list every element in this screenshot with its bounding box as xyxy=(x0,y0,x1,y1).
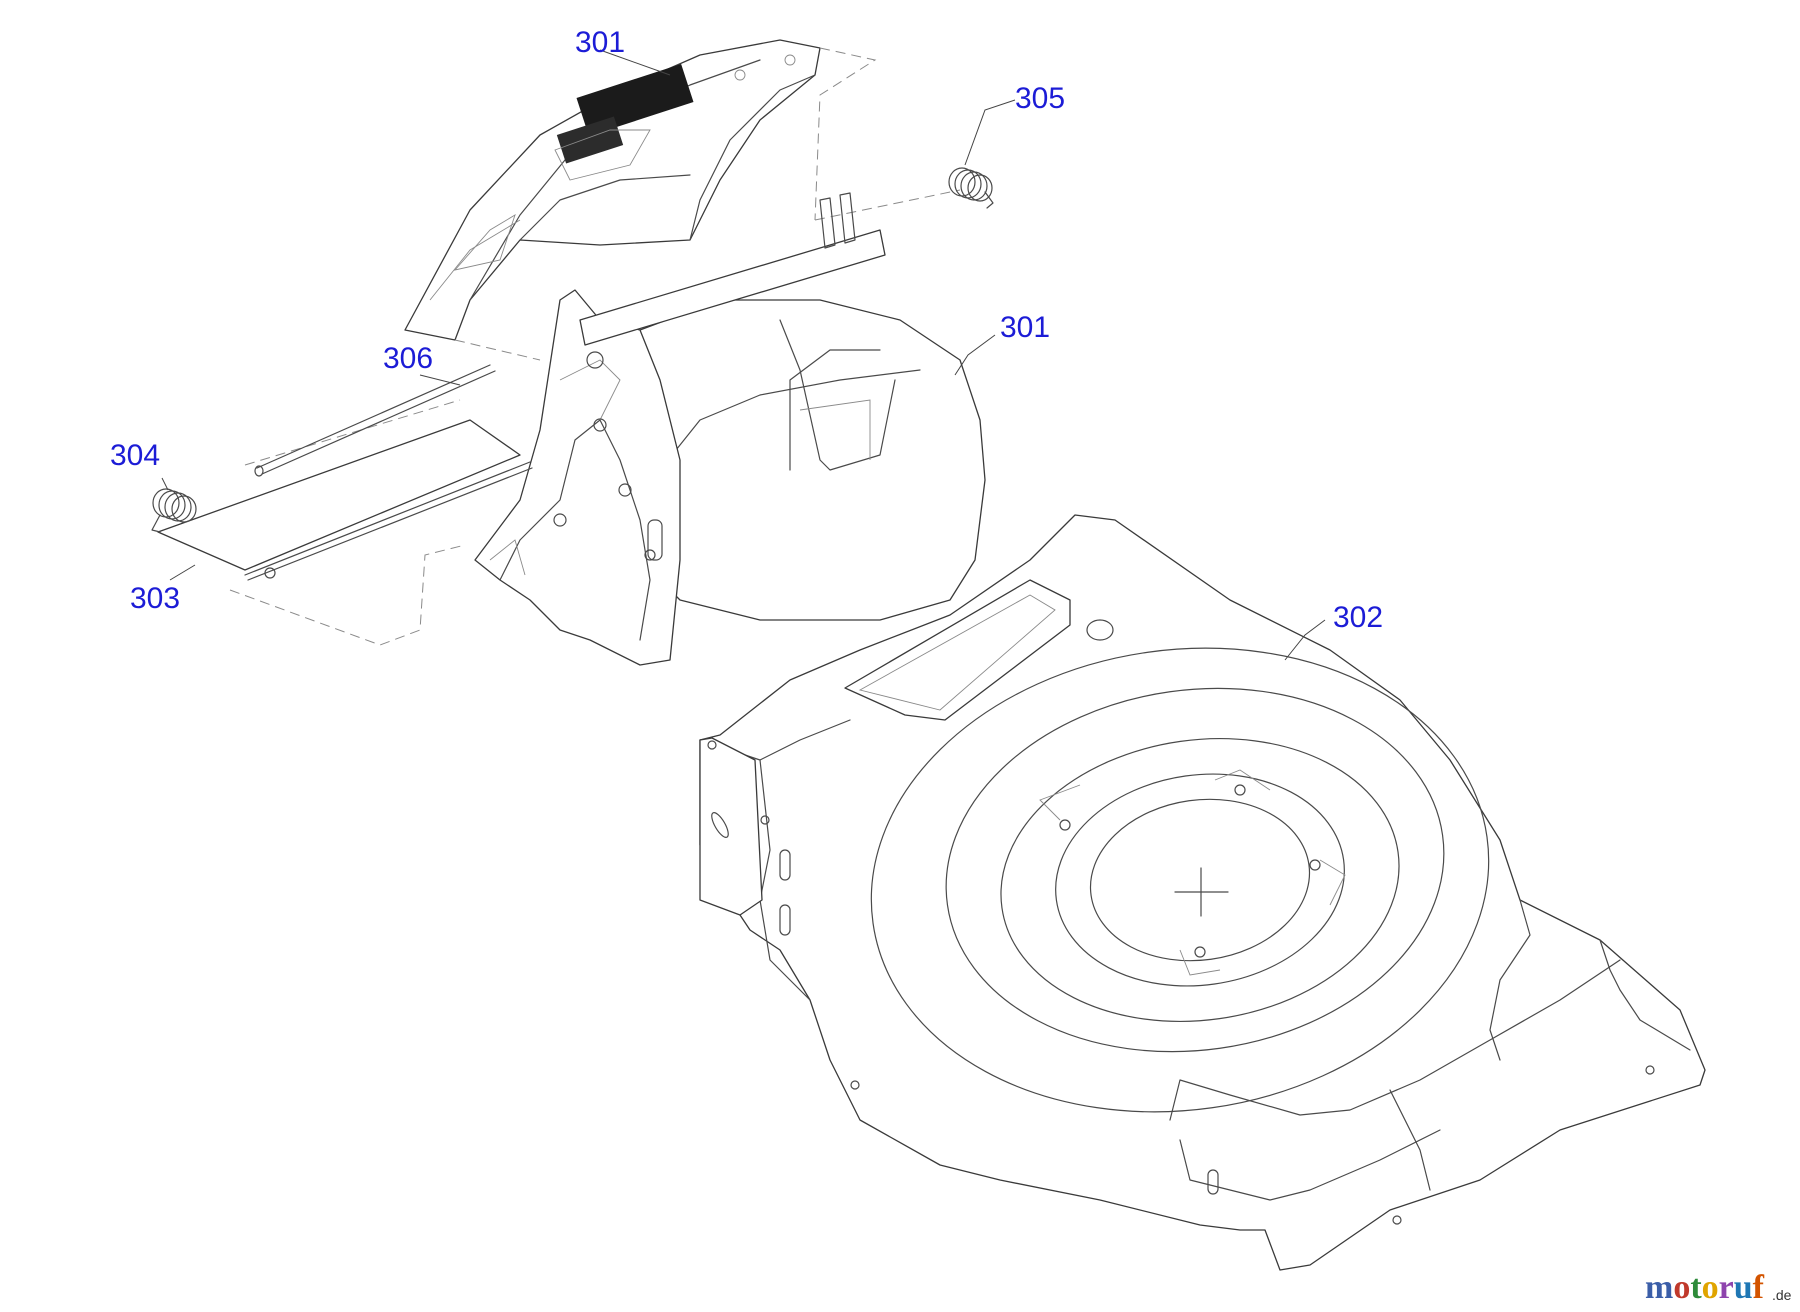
part-306-rod xyxy=(254,364,496,477)
svg-text:motoruf: motoruf xyxy=(1645,1269,1765,1306)
part-302-deck xyxy=(699,514,1706,1271)
watermark-logo: motoruf .de xyxy=(1645,1269,1792,1306)
callout-304: 304 xyxy=(110,439,160,472)
part-301-cover xyxy=(404,39,821,341)
callout-302: 302 xyxy=(1333,601,1383,634)
callout-305: 305 xyxy=(1015,82,1065,115)
watermark-letter: o xyxy=(1673,1269,1690,1306)
watermark-suffix: .de xyxy=(1772,1287,1792,1303)
callout-303: 303 xyxy=(130,582,180,615)
callout-301-top: 301 xyxy=(575,26,625,59)
leader-lines xyxy=(161,49,1326,661)
watermark-letter: f xyxy=(1753,1269,1765,1306)
part-301-housing xyxy=(474,192,986,666)
part-303-flap xyxy=(157,419,533,581)
watermark-letter: r xyxy=(1719,1269,1734,1306)
watermark-letter: u xyxy=(1734,1269,1753,1306)
watermark-letter: o xyxy=(1702,1269,1719,1306)
watermark-letter: t xyxy=(1690,1269,1702,1306)
part-304-spring xyxy=(151,488,197,533)
part-305-spring xyxy=(948,167,994,209)
assembly-dash-lines xyxy=(229,47,961,646)
callout-301-side: 301 xyxy=(1000,311,1050,344)
callout-306: 306 xyxy=(383,342,433,375)
watermark-letter: m xyxy=(1645,1269,1673,1306)
